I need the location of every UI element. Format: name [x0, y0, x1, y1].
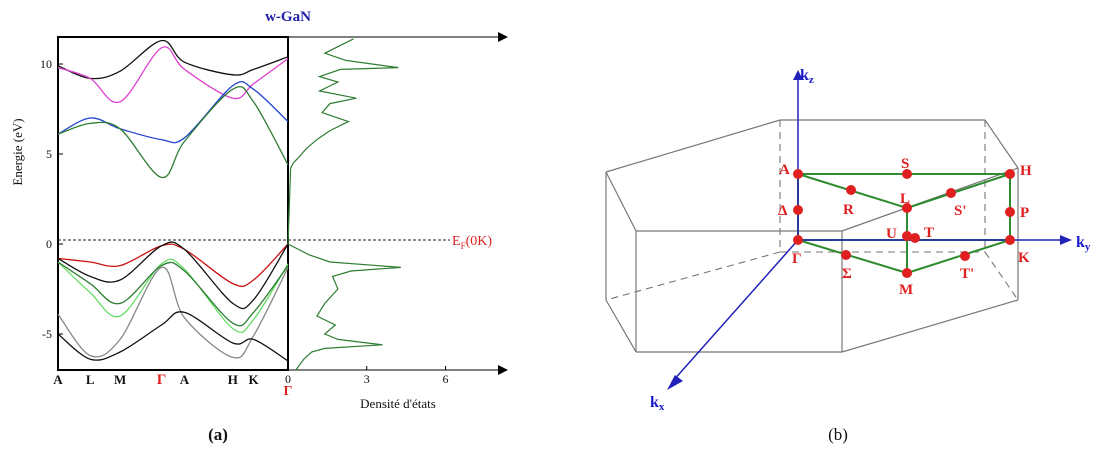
- point-P: [1005, 207, 1015, 217]
- band-line: [57, 311, 289, 362]
- band-line: [57, 258, 289, 333]
- k-axes: [667, 70, 1072, 390]
- point-T: [910, 233, 920, 243]
- k-path-label: M: [114, 372, 126, 387]
- panel-b: kz ky kx A S H: [605, 67, 1091, 444]
- label-P: P: [1020, 205, 1029, 221]
- chart-title: w-GaN: [265, 9, 311, 25]
- label-S: S: [901, 156, 909, 172]
- point-L: [902, 203, 912, 213]
- ky-arrow-icon: [1060, 235, 1072, 245]
- dos-bottom-arrow-icon: [498, 365, 508, 375]
- label-S-prime: S': [954, 203, 967, 219]
- point-Delta: [793, 205, 803, 215]
- kx-arrow-icon: [667, 375, 683, 390]
- label-Gamma: Γ: [792, 251, 802, 267]
- y-tick-label: 5: [46, 147, 52, 161]
- k-path-label: A: [180, 372, 190, 387]
- kz-label: kz: [800, 67, 814, 86]
- label-T: T: [924, 225, 934, 241]
- kx-label: kx: [650, 394, 665, 413]
- y-tick-label: 0: [46, 237, 52, 251]
- label-T-prime: T': [960, 266, 974, 282]
- dos-x-tick-label: 0: [285, 372, 291, 386]
- band-line: [57, 261, 289, 327]
- dos-x-tick-label: 3: [364, 372, 370, 386]
- k-path-label: L: [86, 372, 95, 387]
- point-T-prime: [960, 251, 970, 261]
- label-Delta: Δ: [778, 203, 788, 219]
- panel-b-label: (b): [828, 425, 848, 444]
- y-axis-label: Energie (eV): [10, 118, 25, 185]
- band-line: [57, 266, 289, 359]
- y-tick-label: 10: [40, 57, 52, 71]
- band-line: [57, 241, 289, 310]
- point-M: [902, 268, 912, 278]
- high-symmetry-labels: A S H R L S' Δ P U T Γ Σ M T' K: [778, 156, 1032, 298]
- irreducible-wedge: [797, 173, 1011, 274]
- band-lines: [57, 39, 289, 362]
- point-Gamma: [793, 235, 803, 245]
- ky-label: ky: [1076, 234, 1091, 253]
- label-R: R: [843, 202, 854, 218]
- point-K: [1005, 235, 1015, 245]
- y-axis-ticks: -5 0 5 10: [40, 57, 63, 341]
- point-A: [793, 169, 803, 179]
- band-line: [57, 39, 289, 80]
- point-S-prime: [946, 188, 956, 198]
- kz-arrow-icon: [793, 70, 803, 80]
- fermi-level-label: EF(0K): [452, 234, 492, 251]
- label-M: M: [899, 282, 913, 298]
- band-line: [57, 46, 289, 104]
- point-Sigma: [841, 250, 851, 260]
- label-K: K: [1018, 250, 1030, 266]
- k-path-label: A: [53, 372, 63, 387]
- brillouin-zone-hidden-edges: [605, 120, 1019, 301]
- point-H: [1005, 169, 1015, 179]
- point-U: [902, 231, 912, 241]
- k-path-label: K: [248, 372, 259, 387]
- label-A: A: [779, 162, 790, 178]
- gamma-below-label: Γ: [284, 384, 293, 399]
- dos-x-tick-label: 6: [443, 372, 449, 386]
- panel-a-label: (a): [208, 425, 228, 444]
- band-plot-frame: [57, 36, 289, 371]
- point-R: [846, 185, 856, 195]
- band-line: [57, 243, 289, 288]
- label-H: H: [1020, 163, 1032, 179]
- dos-curve: [287, 38, 401, 371]
- dos-x-label: Densité d'états: [360, 396, 436, 411]
- high-symmetry-points: [793, 169, 1015, 278]
- band-line: [57, 85, 289, 179]
- brillouin-zone-prism: [605, 119, 1019, 353]
- label-L: L: [900, 191, 910, 207]
- label-Sigma: Σ: [842, 266, 852, 282]
- k-path-label: Γ: [157, 372, 167, 388]
- y-tick-label: -5: [42, 327, 52, 341]
- band-line: [57, 80, 289, 144]
- k-path-label: H: [228, 372, 238, 387]
- point-S: [902, 169, 912, 179]
- dos-top-arrow-icon: [498, 32, 508, 42]
- label-U: U: [886, 226, 897, 242]
- dos-line: [287, 38, 401, 371]
